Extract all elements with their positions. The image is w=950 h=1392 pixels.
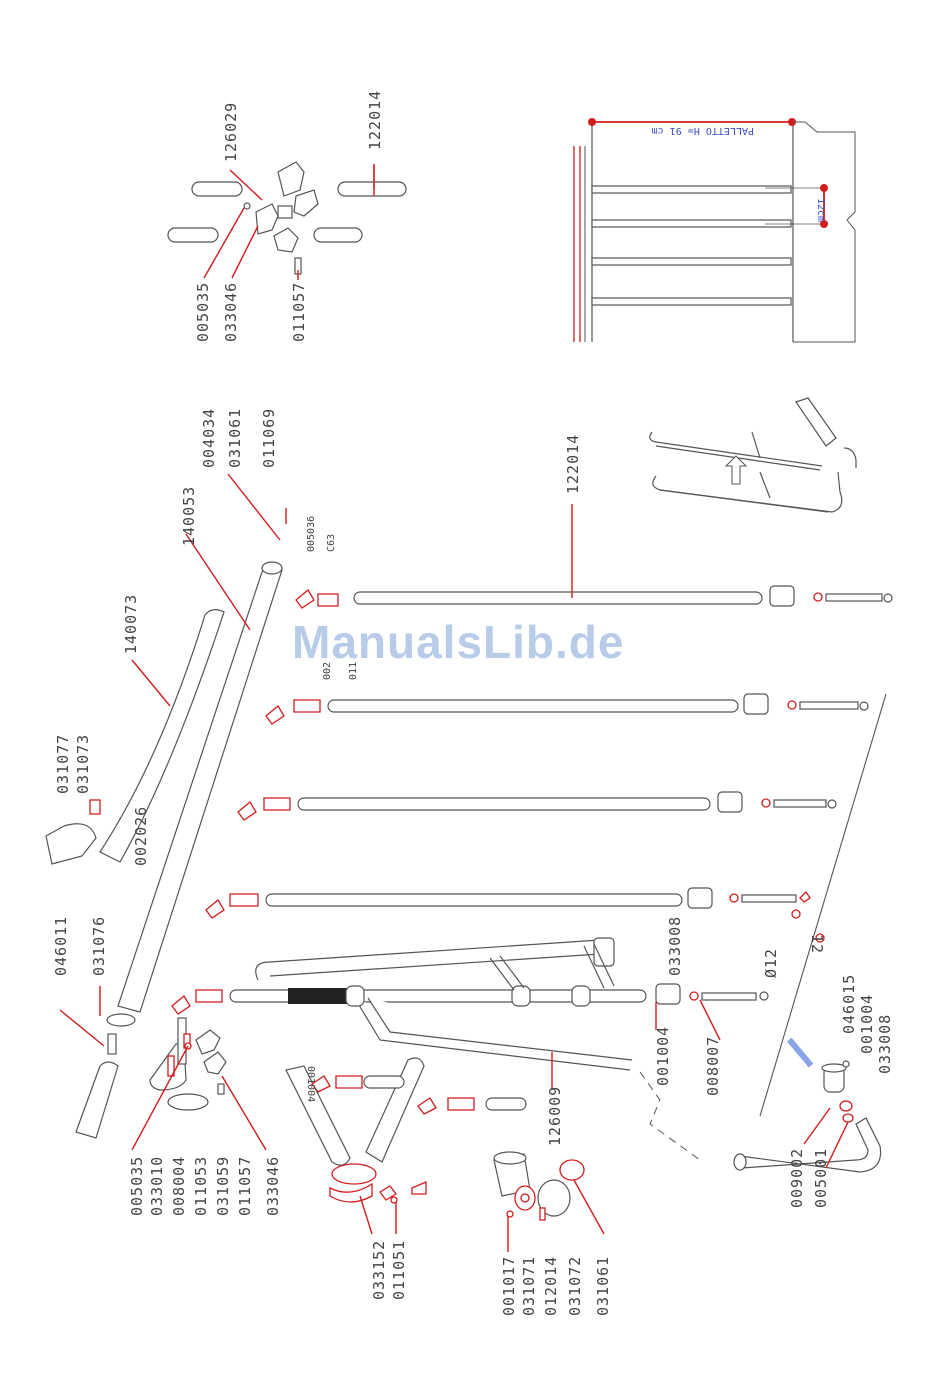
label-001004-c: 001004 [858,994,876,1054]
label-001004-b: 001004 [654,1026,672,1086]
label-008007: 008007 [704,1036,722,1096]
spacing-note: 12cm [815,198,826,222]
assembly-inset [649,397,857,513]
label-031071: 031071 [520,1256,538,1316]
label-031076: 031076 [90,916,108,976]
bottom-left-parts [149,1017,527,1204]
label-011051: 011051 [390,1240,408,1300]
label-033152: 033152 [370,1240,388,1300]
end-cap-parts [493,1151,585,1221]
label-011057-bot: 011057 [236,1156,254,1216]
label-011057-top: 011057 [290,282,308,342]
label-046011: 046011 [52,916,70,976]
label-011053: 011053 [192,1156,210,1216]
label-031061-top: 031061 [226,408,244,468]
watermark: ManualsLib.de [292,616,625,668]
label-033008-a: 033008 [666,916,684,976]
connector-detail [167,161,407,280]
label-140073: 140073 [122,594,140,654]
main-frame-tubes [45,561,283,1139]
label-046015: 046015 [840,974,858,1034]
label-012014: 012014 [542,1256,560,1316]
label-033008-b: 033008 [876,1014,894,1074]
label-126009: 126009 [546,1086,564,1146]
label-005035-top: 005035 [194,282,212,342]
label-122014-mid: 122014 [564,434,582,494]
label-002: 002 [322,662,333,680]
pallet-height-note: PALLETTO H= 91 cm [652,125,754,136]
label-033010: 033010 [148,1156,166,1216]
label-009002: 009002 [788,1148,806,1208]
label-031077: 031077 [54,734,72,794]
leader-lines [59,165,849,1252]
sled-assembly [255,937,882,1173]
label-031072: 031072 [566,1256,584,1316]
label-004034: 004034 [200,408,218,468]
label-033046-bot: 033046 [264,1156,282,1216]
label-140053: 140053 [180,486,198,546]
label-122014-top: 122014 [366,90,384,150]
label-005036: 005036 [306,516,317,552]
label-001004-mid: 001004 [305,1066,316,1102]
label-031061-bot: 031061 [594,1256,612,1316]
label-011: 011 [348,662,359,680]
label-12-b: 12 [808,934,826,954]
label-033046-top: 033046 [222,282,240,342]
label-002026: 002026 [132,806,150,866]
label-c63: C63 [326,534,337,552]
label-001017: 001017 [500,1256,518,1316]
label-005001: 005001 [812,1148,830,1208]
part-labels: 126029 122014 005035 033046 011057 00403… [52,90,894,1316]
label-031059: 031059 [214,1156,232,1216]
label-031073: 031073 [74,734,92,794]
pallet-detail: PALLETTO H= 91 cm 12cm [573,118,856,343]
label-012-a: Ø12 [762,948,780,978]
label-126029: 126029 [222,102,240,162]
label-011069: 011069 [260,408,278,468]
label-008004: 008004 [170,1156,188,1216]
foot-parts [786,1037,854,1123]
label-005035-bot: 005035 [128,1156,146,1216]
